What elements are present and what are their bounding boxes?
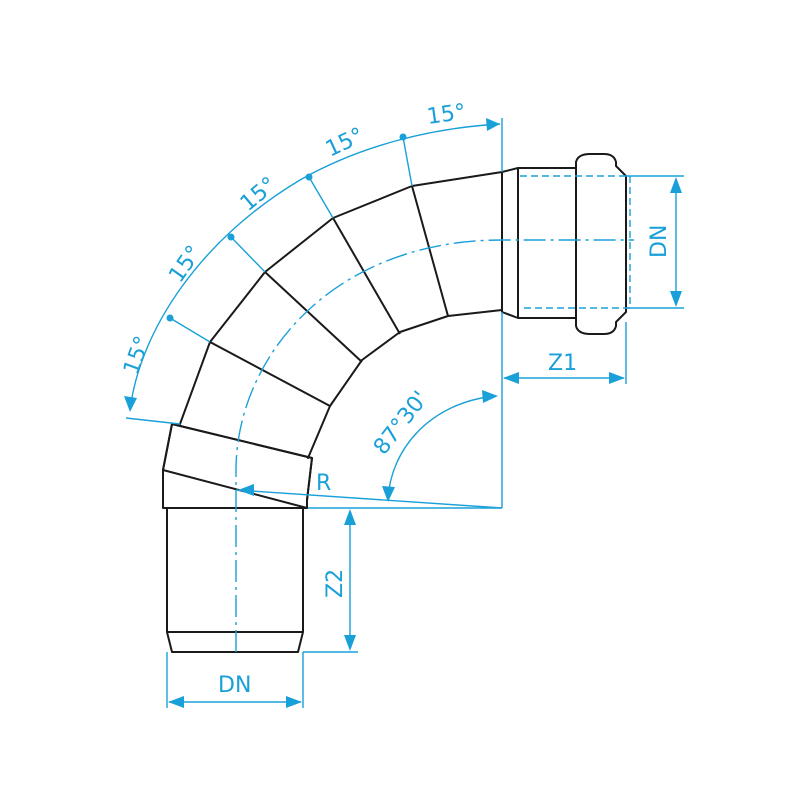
dn-bottom-label: DN xyxy=(218,673,251,698)
z1-dimension: Z1 xyxy=(501,312,627,508)
z1-arrow-left xyxy=(503,372,519,384)
arrowhead-arc-left xyxy=(124,396,137,412)
outer-bend-contour xyxy=(179,171,503,425)
socket-hidden-lines xyxy=(520,175,631,309)
angle-label-4: 15° xyxy=(322,123,368,162)
angle-label-1: 15° xyxy=(119,333,156,378)
segment-dimension-arc xyxy=(129,123,501,411)
segment-angle-dimension: 15° 15° 15° 15° 15° xyxy=(119,100,503,425)
arc-dot-4 xyxy=(399,133,407,141)
extension-line-4 xyxy=(402,136,413,187)
z2-arrow-top xyxy=(344,509,356,525)
arrowhead-arc-right xyxy=(486,118,500,131)
bend-angle-label: 87°30' xyxy=(369,387,434,460)
bend-arrow-right xyxy=(482,390,498,403)
arc-dot-2 xyxy=(227,233,235,241)
dn-right-dimension: DN xyxy=(626,175,684,309)
dn-right-arrow-bottom xyxy=(670,291,682,307)
z2-dimension: Z2 xyxy=(303,509,358,653)
bend-angled-line xyxy=(235,489,503,509)
z2-label: Z2 xyxy=(323,569,348,598)
dn-right-label: DN xyxy=(647,225,672,258)
segment-seam-1 xyxy=(209,341,331,407)
extension-line-1 xyxy=(169,317,211,343)
dn-bottom-arrow-left xyxy=(168,696,184,708)
dn-bottom-arrow-right xyxy=(286,696,302,708)
angle-label-2: 15° xyxy=(164,241,207,287)
segment-seam-2 xyxy=(264,271,363,363)
pipe-outline xyxy=(162,153,627,653)
extension-line-left xyxy=(125,417,181,425)
segment-seam-4 xyxy=(411,185,449,317)
angle-label-5: 15° xyxy=(425,100,467,130)
lower-collar xyxy=(162,423,313,509)
z1-label: Z1 xyxy=(548,351,577,376)
inner-bend-contour xyxy=(307,309,503,459)
socket-bead xyxy=(575,153,627,335)
z1-arrow-right xyxy=(609,372,625,384)
lower-collar-body xyxy=(162,423,313,501)
bend-angle-arc xyxy=(387,395,497,501)
arc-dot-3 xyxy=(305,173,313,181)
dn-right-arrow-top xyxy=(670,177,682,193)
arc-dot-1 xyxy=(166,314,174,322)
segment-seam-3 xyxy=(332,217,401,335)
bend-angle-dimension: 87°30' R xyxy=(235,387,503,509)
dn-bottom-dimension: DN xyxy=(166,652,304,708)
extension-line-2 xyxy=(230,236,266,273)
angle-label-3: 15° xyxy=(236,172,282,216)
radius-label: R xyxy=(316,471,331,496)
bend-arrow-bottom xyxy=(382,486,395,502)
radius-arrow xyxy=(238,484,254,496)
socket-body xyxy=(501,167,577,319)
spigot-end xyxy=(166,507,304,653)
z2-arrow-bottom xyxy=(344,635,356,651)
centerlines xyxy=(235,175,634,652)
bend-centerline xyxy=(235,239,634,652)
extension-line-3 xyxy=(308,176,334,219)
